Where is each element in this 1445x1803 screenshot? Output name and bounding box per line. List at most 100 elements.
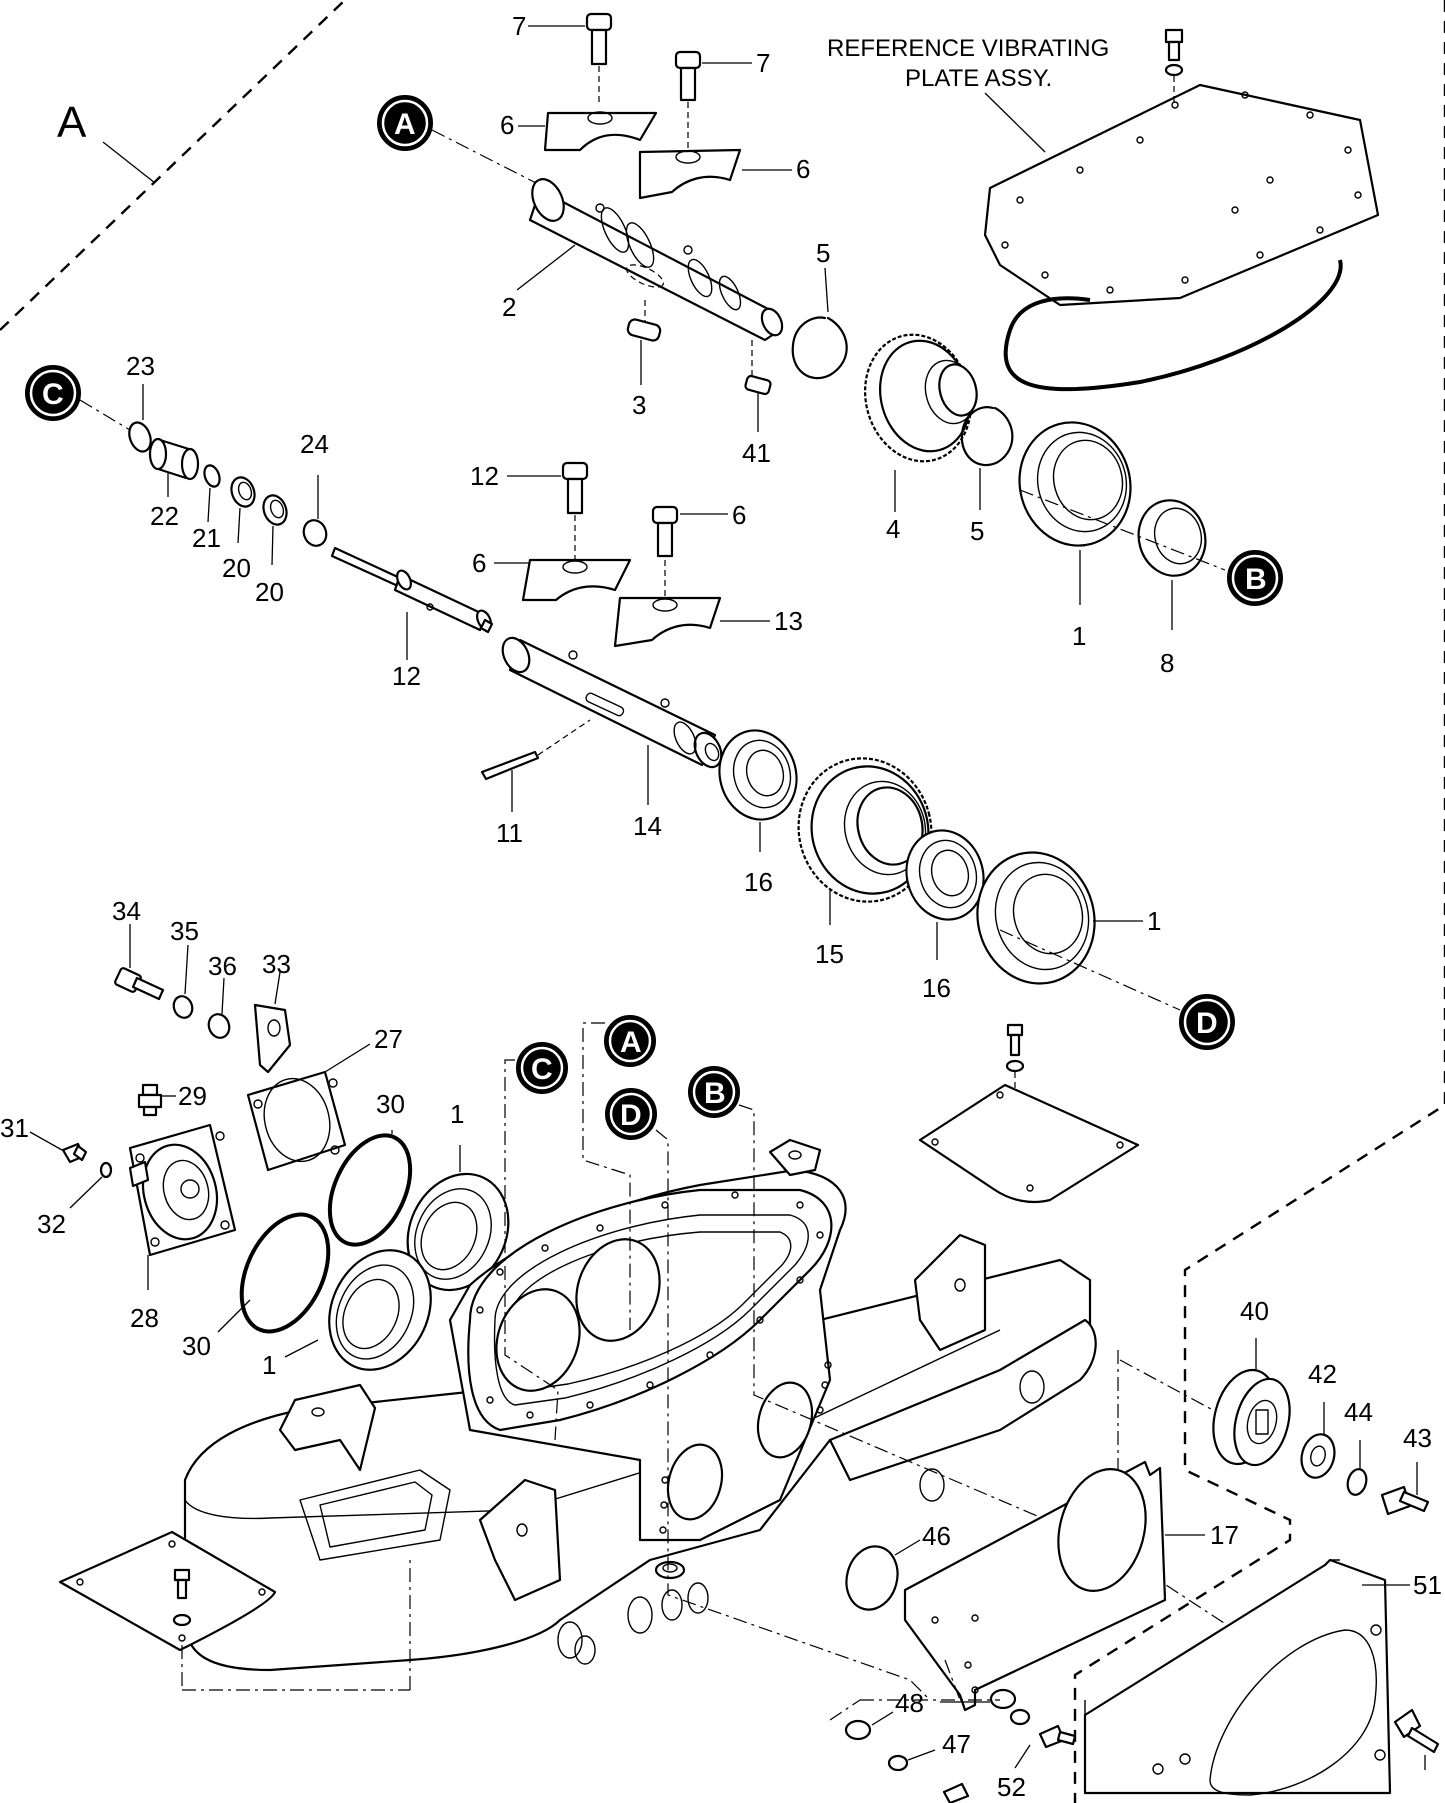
label-12b: 6 bbox=[732, 500, 746, 530]
cover-27 bbox=[246, 1070, 347, 1172]
label-46: 17 bbox=[1210, 1520, 1239, 1550]
bearing-housing-28 bbox=[128, 1123, 237, 1257]
svg-text:C: C bbox=[531, 1053, 553, 1086]
key-41 bbox=[744, 374, 772, 396]
washer-49-right bbox=[989, 1688, 1017, 1710]
callout-d-upper: D bbox=[1179, 994, 1235, 1050]
reference-note-line2: PLATE ASSY. bbox=[905, 65, 1052, 92]
label-17: 46 bbox=[922, 1521, 951, 1551]
bolt-7-left bbox=[585, 12, 613, 106]
label-2: 2 bbox=[502, 292, 516, 322]
label-6b: 6 bbox=[796, 154, 810, 184]
seal-8 bbox=[1137, 499, 1207, 577]
bolt-31 bbox=[61, 1142, 88, 1164]
bearing-1-left-upper bbox=[406, 1172, 510, 1292]
shaft-13 bbox=[330, 546, 494, 634]
washer-32 bbox=[99, 1161, 113, 1179]
svg-text:B: B bbox=[1245, 563, 1267, 596]
reference-note-line1: REFERENCE VIBRATING bbox=[827, 35, 1109, 62]
pulley-40 bbox=[1212, 1368, 1291, 1467]
bolt-47 bbox=[942, 1724, 1077, 1803]
bushing-22 bbox=[148, 437, 200, 481]
label-41: 41 bbox=[742, 438, 771, 468]
bolt-12-right bbox=[651, 505, 679, 596]
svg-text:A: A bbox=[620, 1026, 642, 1059]
label-6a: 6 bbox=[500, 110, 514, 140]
label-48: 47 bbox=[942, 1729, 971, 1759]
label-16a: 16 bbox=[744, 867, 773, 897]
svg-text:A: A bbox=[394, 108, 416, 141]
lockwasher-35 bbox=[172, 995, 194, 1019]
label-5b: 5 bbox=[970, 516, 984, 546]
bearing-16-right bbox=[905, 829, 985, 921]
label-13: 12 bbox=[392, 661, 421, 691]
lockwasher-48-right bbox=[1009, 1708, 1031, 1726]
label-1c: 1 bbox=[450, 1099, 464, 1129]
label-44: 44 bbox=[1344, 1397, 1373, 1427]
label-14: 11 bbox=[496, 818, 523, 848]
label-49: 48 bbox=[895, 1688, 924, 1718]
bolt-43 bbox=[1380, 1485, 1430, 1516]
section-a-leader bbox=[102, 141, 156, 184]
label-40: 40 bbox=[1240, 1296, 1269, 1326]
shaft-11 bbox=[501, 636, 723, 769]
bearing-1-lower bbox=[976, 851, 1096, 985]
gear-4 bbox=[864, 333, 978, 463]
label-30b: 30 bbox=[182, 1331, 211, 1361]
washer-49-left bbox=[844, 1719, 872, 1741]
lockwasher-44 bbox=[1346, 1468, 1368, 1496]
bearing-1-upper bbox=[1018, 421, 1132, 547]
bracket-33 bbox=[253, 1003, 292, 1074]
label-22: 22 bbox=[150, 501, 179, 531]
svg-text:D: D bbox=[620, 1099, 642, 1132]
label-28: 28 bbox=[130, 1303, 159, 1333]
label-31: 31 bbox=[0, 1113, 29, 1143]
plug-17 bbox=[845, 1545, 899, 1611]
callout-d-lower: D bbox=[605, 1088, 657, 1140]
label-32: 32 bbox=[37, 1209, 66, 1239]
vibrating-plate-cover bbox=[983, 28, 1380, 392]
label-5a: 5 bbox=[816, 238, 830, 268]
base-plate-housing bbox=[183, 1138, 1097, 1672]
label-24: 24 bbox=[300, 429, 329, 459]
bolt-52 bbox=[1393, 1708, 1440, 1754]
label-12a: 12 bbox=[470, 461, 499, 491]
label-20a: 20 bbox=[222, 553, 251, 583]
belt-cover-51 bbox=[1083, 1558, 1392, 1796]
bearing-1-left-lower bbox=[328, 1249, 432, 1371]
key-3 bbox=[626, 318, 662, 342]
callout-a-upper: A bbox=[377, 95, 433, 151]
bolt-34 bbox=[114, 967, 165, 1001]
callout-c-upper: C bbox=[25, 365, 81, 421]
label-29: 29 bbox=[178, 1081, 207, 1111]
label-3: 3 bbox=[632, 390, 646, 420]
bearing-20-right bbox=[262, 494, 288, 526]
svg-text:B: B bbox=[704, 1077, 726, 1110]
guard-plate-46 bbox=[903, 1460, 1167, 1712]
label-33: 33 bbox=[262, 949, 291, 979]
svg-text:C: C bbox=[42, 378, 64, 411]
snap-ring-5-upper bbox=[791, 316, 848, 380]
label-8: 8 bbox=[1160, 648, 1174, 678]
reference-note-leader bbox=[984, 92, 1046, 153]
bolt-7-right bbox=[674, 50, 702, 148]
label-16b: 16 bbox=[922, 973, 951, 1003]
label-47: 52 bbox=[997, 1772, 1026, 1802]
label-4: 4 bbox=[886, 514, 900, 544]
label-51: 51 bbox=[1413, 1570, 1442, 1600]
washer-42 bbox=[1300, 1433, 1336, 1479]
label-27: 27 bbox=[374, 1024, 403, 1054]
label-43: 43 bbox=[1403, 1423, 1432, 1453]
label-36: 36 bbox=[208, 951, 237, 981]
clamp-6-upper-left bbox=[543, 111, 658, 152]
label-34: 34 bbox=[112, 896, 141, 926]
snap-ring-5-lower bbox=[960, 406, 1014, 467]
label-20b: 20 bbox=[255, 577, 284, 607]
inspection-cover-bottom bbox=[58, 1530, 411, 1691]
clamp-6-upper-right bbox=[638, 148, 742, 200]
bearing-16-left bbox=[718, 729, 798, 821]
bolt-12-left bbox=[561, 461, 589, 560]
callout-b-lower: B bbox=[688, 1066, 740, 1118]
lockwasher-48-left bbox=[887, 1754, 909, 1772]
